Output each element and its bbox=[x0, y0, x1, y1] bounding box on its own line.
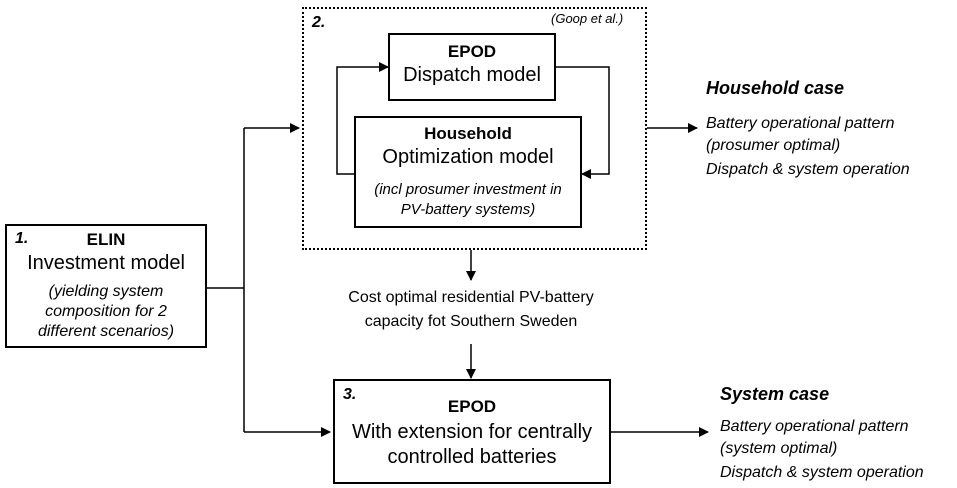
goop-number: 2. bbox=[312, 14, 326, 31]
household-box bbox=[354, 116, 582, 228]
household-note-line1: (incl prosumer investment in bbox=[374, 181, 562, 198]
household-note-line2: PV-battery systems) bbox=[400, 201, 536, 218]
system-case-heading: System case bbox=[720, 384, 830, 404]
household-to-epod-loop bbox=[336, 62, 389, 175]
household-case-line2: (prosumer optimal) bbox=[706, 137, 841, 154]
elin-number: 1. bbox=[15, 230, 29, 247]
epod-extension-line1: With extension for centrally bbox=[351, 421, 593, 443]
epod-dispatch-box bbox=[388, 33, 556, 101]
epod-dispatch-title: EPOD bbox=[447, 42, 497, 61]
goop-dotted-box bbox=[302, 7, 647, 250]
middle-text-line2: capacity fot Southern Sweden bbox=[364, 313, 578, 330]
system-case-line1: Battery operational pattern bbox=[720, 418, 909, 435]
household-case-heading: Household case bbox=[706, 78, 845, 98]
epod-extension-line2: controlled batteries bbox=[387, 446, 557, 468]
elin-subtitle: Investment model bbox=[27, 252, 185, 274]
system-case-line2: (system optimal) bbox=[720, 440, 838, 457]
epod-extension-number: 3. bbox=[343, 386, 357, 403]
middle-text-line1: Cost optimal residential PV-battery bbox=[348, 289, 594, 306]
elin-note-line1: (yielding system bbox=[48, 283, 164, 300]
household-title: Household bbox=[424, 124, 512, 143]
household-case-line1: Battery operational pattern bbox=[706, 115, 895, 132]
epod-dispatch-subtitle: Dispatch model bbox=[403, 64, 541, 86]
system-case-line3: Dispatch & system operation bbox=[720, 464, 924, 481]
elin-box bbox=[5, 224, 207, 348]
household-case-line3: Dispatch & system operation bbox=[706, 161, 910, 178]
epod-extension-title: EPOD bbox=[447, 397, 497, 416]
epod-extension-box bbox=[333, 379, 611, 484]
elin-note-line2: composition for 2 bbox=[45, 303, 167, 320]
elin-title: ELIN bbox=[86, 230, 126, 249]
household-subtitle: Optimization model bbox=[382, 146, 554, 168]
epod-to-household-loop bbox=[556, 66, 610, 179]
elin-note-line3: different scenarios) bbox=[37, 323, 175, 340]
goop-citation: (Goop et al.) bbox=[551, 11, 624, 26]
